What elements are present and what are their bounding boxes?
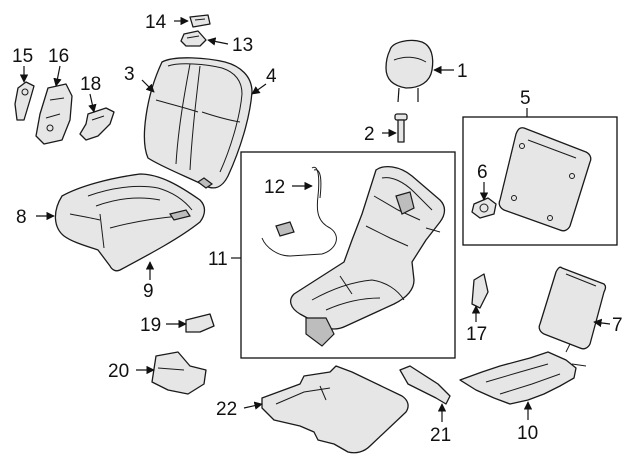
part-7-board	[538, 266, 607, 353]
part-5-box	[462, 116, 618, 246]
part-13-clip	[180, 30, 207, 47]
callout-17: 17	[466, 324, 487, 345]
callout-9: 9	[143, 281, 154, 302]
part-8-9-cushion	[54, 173, 206, 272]
callout-11: 11	[208, 249, 228, 270]
part-22-panel	[261, 365, 409, 454]
callout-6: 6	[477, 162, 488, 183]
part-2-guide	[394, 113, 408, 143]
callout-19: 19	[140, 315, 161, 336]
part-14-clip	[189, 14, 211, 28]
part-21-trim	[399, 365, 451, 405]
callout-16: 16	[48, 46, 69, 67]
callout-14: 14	[145, 12, 167, 33]
callout-7: 7	[612, 315, 623, 336]
callout-21: 21	[430, 425, 451, 446]
part-16-cover	[35, 83, 73, 145]
callout-8: 8	[16, 207, 27, 228]
callout-13: 13	[232, 35, 253, 56]
part-18-bracket	[79, 107, 115, 141]
callout-12: 12	[264, 177, 285, 198]
callout-1: 1	[457, 61, 468, 82]
callout-labels: 14 13 3 4 1 2 5 6 7 8 9 10 11 12 15 16 1…	[12, 12, 623, 446]
part-15-lever	[14, 81, 35, 121]
callout-5: 5	[520, 88, 531, 109]
callout-18: 18	[80, 74, 101, 95]
callout-3: 3	[124, 64, 135, 85]
callout-10: 10	[517, 423, 538, 444]
part-11-box	[240, 151, 456, 359]
part-19-clip	[185, 313, 215, 333]
callout-2: 2	[364, 124, 375, 145]
part-20-cover	[151, 351, 207, 395]
part-17-clip	[471, 273, 489, 309]
part-10-board	[459, 351, 587, 405]
callout-20: 20	[108, 361, 129, 382]
part-3-4-seat-back	[143, 57, 253, 189]
callout-4: 4	[266, 66, 277, 87]
part-1-headrest	[385, 39, 434, 103]
leader-lines	[19, 16, 611, 422]
callout-15: 15	[12, 46, 33, 67]
callout-22: 22	[216, 399, 237, 420]
part-6-knob	[471, 197, 497, 219]
